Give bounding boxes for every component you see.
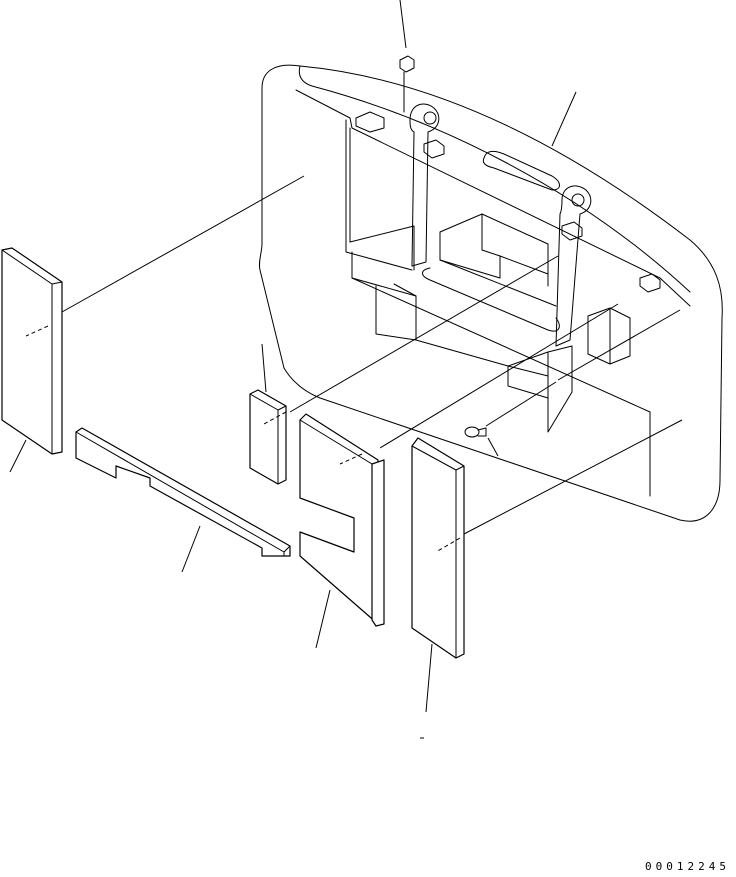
side-insulation-left xyxy=(1,247,63,455)
washer xyxy=(464,426,487,438)
small-insulation-pad xyxy=(249,389,287,485)
bottom-insulation-strip xyxy=(75,427,291,557)
side-insulation-right xyxy=(411,437,465,659)
center-insulation-plate xyxy=(299,413,385,627)
counterweight xyxy=(258,55,723,522)
drawing-number: 00012245 xyxy=(645,860,730,873)
leader-lines xyxy=(9,0,683,739)
